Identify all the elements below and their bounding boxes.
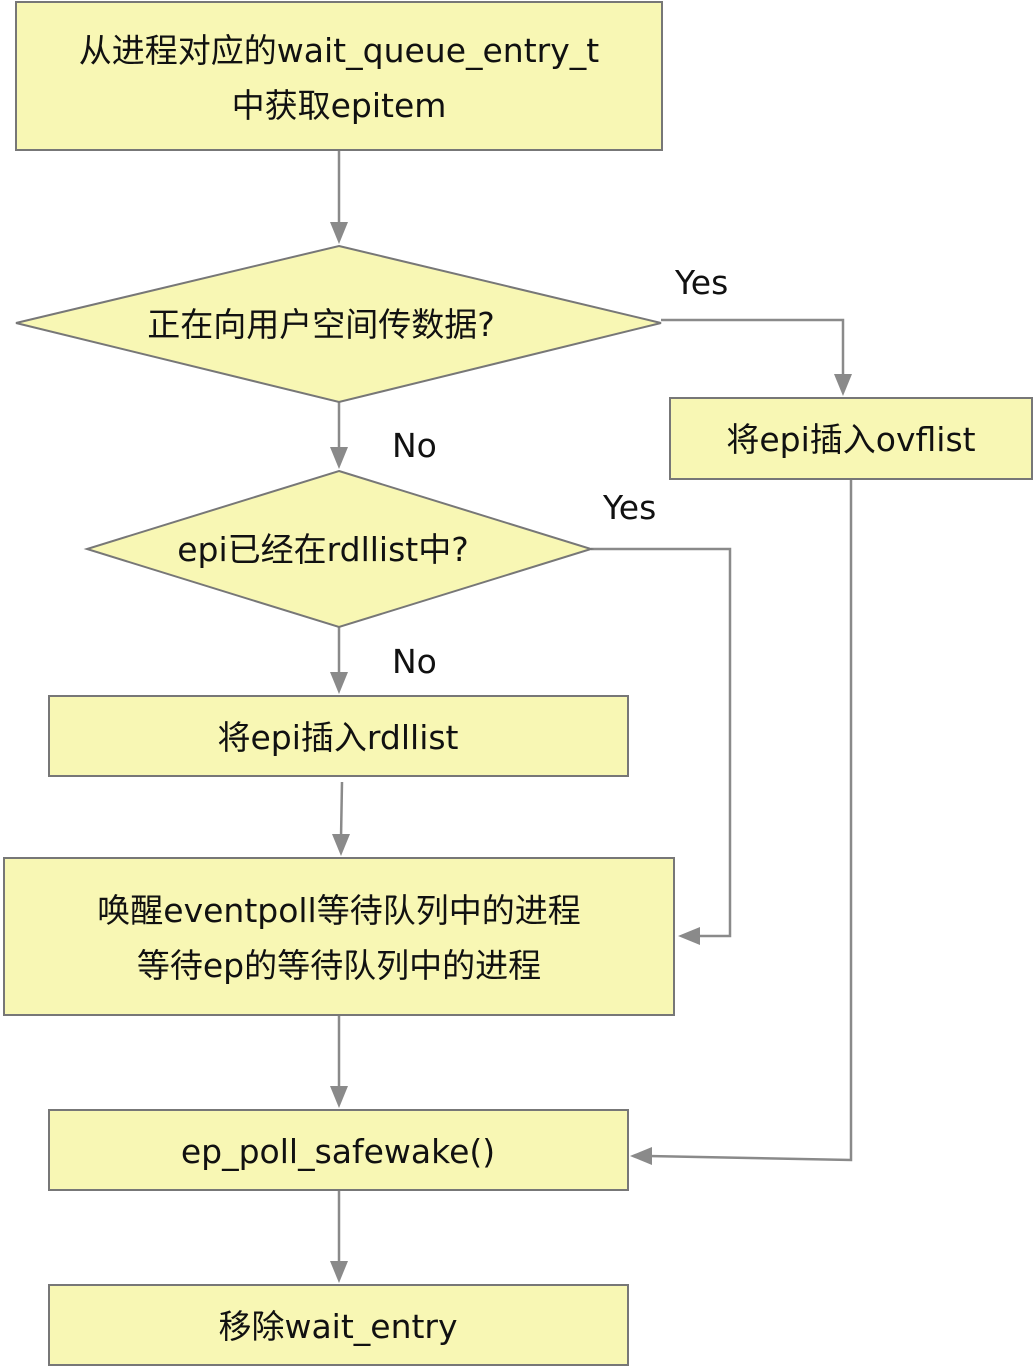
- edge-insert-rdllist-to-wake: [332, 781, 350, 856]
- edge-in-rdllist-yes: [591, 547, 732, 945]
- decision-in-rdllist-label: epi已经在rdllist中?: [177, 530, 469, 569]
- node-insert-rdllist-label: 将epi插入rdllist: [218, 718, 459, 757]
- edge-is-copying-no: [330, 402, 348, 469]
- node-remove-entry: 移除wait_entry: [48, 1284, 629, 1366]
- decision-is-copying: 正在向用户空间传数据?: [15, 244, 662, 404]
- edge-is-copying-yes: [661, 318, 852, 396]
- label-rdllist-no: No: [392, 642, 437, 681]
- node-get-epitem: 从进程对应的wait_queue_entry_t 中获取epitem: [15, 1, 663, 151]
- node-remove-entry-label: 移除wait_entry: [218, 1307, 457, 1346]
- node-wake-waiters-line1: 唤醒eventpoll等待队列中的进程: [97, 891, 580, 930]
- node-insert-ovflist-label: 将epi插入ovflist: [726, 420, 975, 459]
- node-wake-waiters: 唤醒eventpoll等待队列中的进程 等待ep的等待队列中的进程: [3, 857, 675, 1016]
- label-copying-yes: Yes: [674, 263, 728, 302]
- edges: [330, 150, 853, 1283]
- node-get-epitem-line2: 中获取epitem: [232, 86, 447, 125]
- node-safewake: ep_poll_safewake(): [48, 1109, 629, 1191]
- decision-in-rdllist: epi已经在rdllist中?: [83, 469, 595, 629]
- decision-is-copying-label: 正在向用户空间传数据?: [147, 305, 495, 344]
- edge-safewake-to-remove: [330, 1190, 348, 1283]
- node-wake-waiters-line2: 等待ep的等待队列中的进程: [137, 946, 541, 985]
- label-copying-no: No: [392, 426, 437, 465]
- edge-labels: Yes No Yes No: [392, 263, 728, 681]
- edge-ovflist-to-safewake: [630, 480, 853, 1165]
- node-insert-ovflist: 将epi插入ovflist: [669, 397, 1033, 480]
- edge-wake-to-safewake: [330, 1016, 348, 1108]
- node-insert-rdllist: 将epi插入rdllist: [48, 695, 629, 777]
- edge-in-rdllist-no: [330, 627, 348, 694]
- node-safewake-label: ep_poll_safewake(): [181, 1132, 495, 1171]
- node-get-epitem-line1: 从进程对应的wait_queue_entry_t: [79, 31, 599, 70]
- edge-get-epitem-to-is-copying: [330, 150, 348, 244]
- label-rdllist-yes: Yes: [602, 488, 656, 527]
